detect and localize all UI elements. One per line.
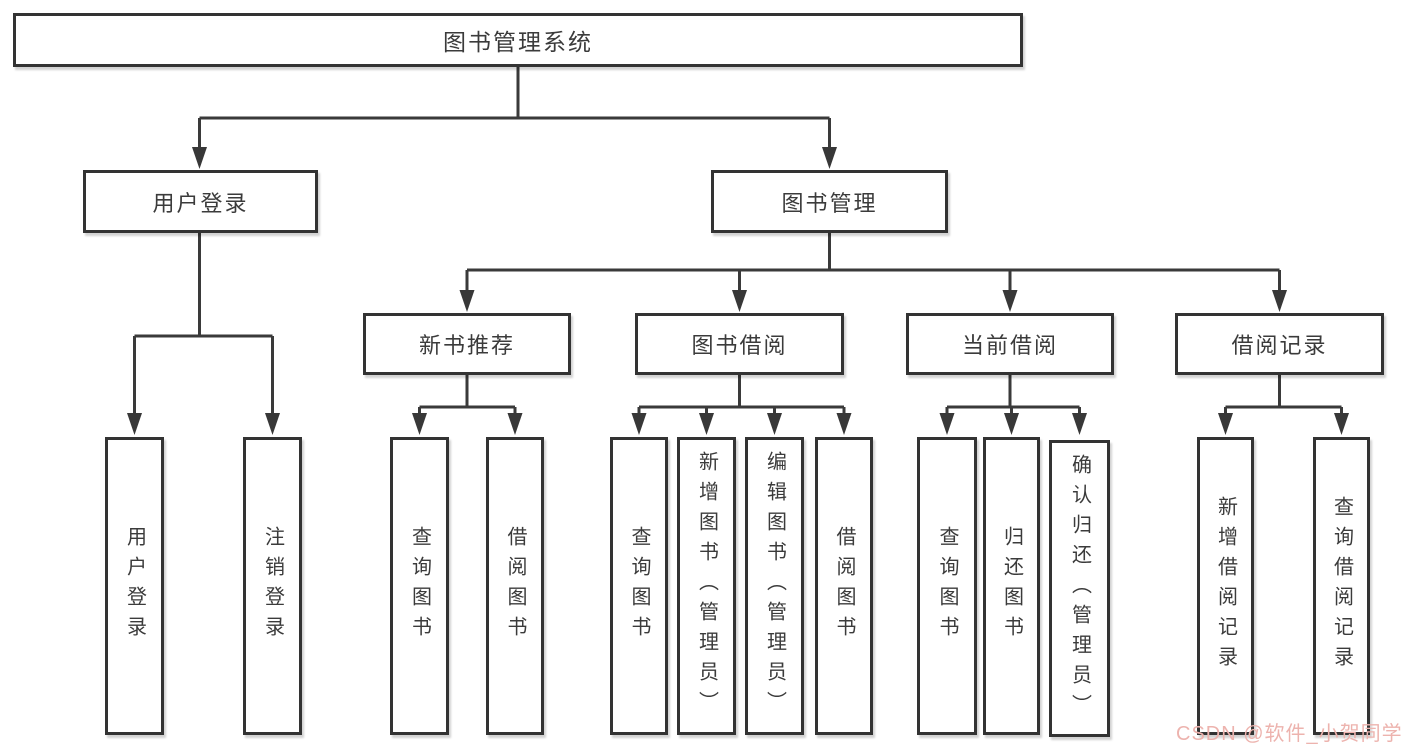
node-label: 图书管理系统	[443, 29, 593, 55]
leaf-query-books-1: 查询图书	[390, 437, 449, 735]
arrow-down-icon	[127, 413, 142, 435]
arrow-down-icon	[631, 413, 647, 435]
arrow-down-icon	[265, 413, 280, 435]
leaf-add-borrow-record: 新增借阅记录	[1197, 437, 1254, 735]
node-label: 新增图书（管理员）	[695, 451, 718, 721]
node-label: 确认归还（管理员）	[1068, 453, 1091, 724]
arrow-down-icon	[822, 147, 837, 169]
node-label: 新书推荐	[418, 333, 515, 358]
node-label: 查询借阅记录	[1330, 496, 1353, 676]
node-book-management: 图书管理	[711, 170, 948, 233]
leaf-user-login: 用户登录	[105, 437, 164, 735]
connector-borrow-record-branch	[1224, 375, 1343, 415]
arrow-down-icon	[767, 413, 782, 435]
leaf-query-books-3: 查询图书	[917, 437, 977, 735]
connector-user-login-branch	[133, 233, 274, 415]
node-label: 查询图书	[628, 526, 650, 646]
leaf-query-books-2: 查询图书	[610, 437, 668, 735]
node-label: 借阅记录	[1231, 333, 1328, 358]
arrow-down-icon	[1334, 413, 1349, 435]
node-label: 借阅图书	[833, 526, 855, 646]
arrow-down-icon	[412, 413, 427, 435]
node-label: 查询图书	[408, 526, 431, 646]
arrow-down-icon	[1072, 413, 1087, 435]
arrow-down-icon	[1004, 413, 1019, 435]
arrow-down-icon	[836, 413, 852, 435]
connector-root-branch	[198, 67, 831, 150]
arrow-down-icon	[1272, 290, 1287, 312]
connector-current-borrow-branch	[945, 375, 1081, 415]
leaf-query-borrow-record: 查询借阅记录	[1313, 437, 1370, 735]
arrow-down-icon	[192, 147, 207, 169]
arrow-down-icon	[699, 413, 714, 435]
node-label: 查询图书	[936, 526, 958, 646]
node-label: 新增借阅记录	[1214, 496, 1237, 676]
arrow-down-icon	[1218, 413, 1233, 435]
leaf-confirm-return-admin: 确认归还（管理员）	[1049, 440, 1110, 737]
arrow-down-icon	[459, 290, 475, 312]
node-library-management-system: 图书管理系统	[13, 13, 1023, 67]
leaf-add-book-admin: 新增图书（管理员）	[677, 437, 736, 735]
node-current-borrowing: 当前借阅	[906, 313, 1114, 375]
leaf-logout: 注销登录	[243, 437, 302, 735]
node-user-login: 用户登录	[83, 170, 318, 233]
connector-book-borrow-branch	[637, 375, 846, 415]
node-label: 用户登录	[152, 190, 249, 216]
node-label: 注销登录	[261, 526, 284, 646]
node-label: 编辑图书（管理员）	[763, 451, 786, 721]
node-new-book-recommendation: 新书推荐	[363, 313, 571, 375]
node-label: 归还图书	[1000, 526, 1023, 646]
leaf-edit-book-admin: 编辑图书（管理员）	[745, 437, 804, 735]
arrow-down-icon	[939, 413, 955, 435]
node-label: 借阅图书	[504, 526, 526, 646]
node-book-borrowing: 图书借阅	[635, 313, 844, 375]
node-label: 图书借阅	[691, 333, 788, 358]
node-label: 当前借阅	[961, 333, 1058, 358]
node-label: 用户登录	[123, 526, 146, 646]
arrow-down-icon	[732, 290, 747, 312]
watermark-text: CSDN @软件_小贺同学	[1176, 723, 1403, 745]
leaf-return-books: 归还图书	[983, 437, 1040, 735]
node-borrowing-records: 借阅记录	[1175, 313, 1384, 375]
arrow-down-icon	[1002, 290, 1018, 312]
connector-new-book-branch	[418, 375, 517, 415]
node-label: 图书管理	[781, 190, 878, 216]
arrowheads	[127, 147, 1349, 435]
arrow-down-icon	[507, 413, 523, 435]
leaf-borrow-books-1: 借阅图书	[486, 437, 544, 735]
leaf-borrow-books-2: 借阅图书	[815, 437, 873, 735]
connector-book-mgmt-branch	[465, 233, 1281, 292]
